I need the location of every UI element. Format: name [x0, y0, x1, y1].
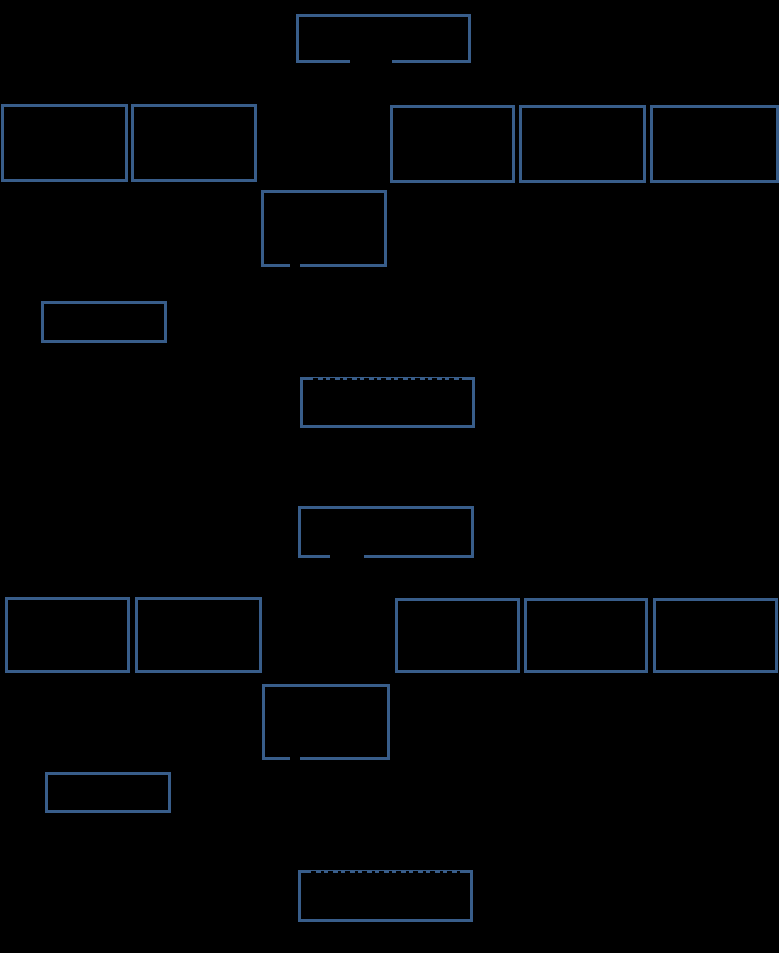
- s2-right-box-1: [395, 598, 520, 673]
- arrow-artifact-1: [350, 60, 392, 67]
- s2-wide-box-bottom: [298, 870, 473, 922]
- s1-right-box-1: [390, 105, 515, 183]
- s1-left-box-2: [131, 104, 257, 182]
- s1-wide-box: [300, 377, 475, 428]
- arrow-artifact-3: [330, 553, 364, 560]
- arrow-artifact-2: [290, 263, 300, 269]
- s2-left-box-1: [5, 597, 130, 673]
- s2-left-box-2: [135, 597, 262, 673]
- s2-right-box-2: [524, 598, 648, 673]
- s1-left-box-1: [1, 104, 128, 182]
- s1-center-box: [261, 190, 387, 267]
- s1-right-box-3: [650, 105, 779, 183]
- s2-wide-box-top: [298, 506, 474, 558]
- s1-right-box-2: [519, 105, 646, 183]
- s1-small-box: [41, 301, 167, 343]
- s2-right-box-3: [653, 598, 778, 673]
- arrow-artifact-4: [290, 756, 300, 762]
- s1-top-box: [296, 14, 471, 63]
- s2-center-box: [262, 684, 390, 760]
- s2-small-box: [45, 772, 171, 813]
